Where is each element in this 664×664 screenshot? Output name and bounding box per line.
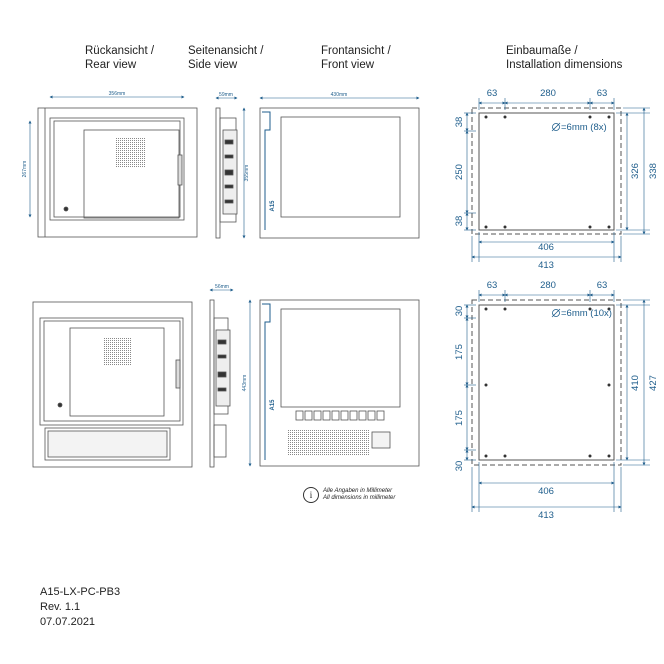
- front-width-label: 430mm: [331, 92, 348, 98]
- side-depth-label: 59mm: [219, 92, 233, 98]
- bottom-dim-outer: 413: [538, 260, 554, 271]
- right2-dim-inner: 410: [630, 375, 641, 391]
- front-view-top: [259, 107, 420, 239]
- left2-dim-1: 30: [454, 306, 465, 317]
- left2-dim-4: 30: [454, 461, 465, 472]
- bottom-dim-inner: 406: [538, 242, 554, 253]
- side-view-heading-de: Seitenansicht /: [188, 45, 264, 57]
- diameter-symbol-icon: [552, 123, 560, 131]
- front-view-heading: Frontansicht / Front view: [321, 44, 391, 72]
- side-view-bottom: [209, 299, 231, 468]
- front-view-heading-en: Front view: [321, 59, 375, 71]
- rear-view-bottom: [32, 301, 193, 468]
- rear-view-heading: Rückansicht / Rear view: [85, 44, 154, 72]
- top2-dim-right: 63: [597, 280, 608, 291]
- installation-heading-de: Einbaumaße /: [506, 45, 578, 57]
- rear-height-label: 267mm: [22, 161, 28, 178]
- hole-note-bottom: =6mm (10x): [561, 308, 612, 319]
- units-note: i Alle Angaben in Millimeter All dimensi…: [303, 487, 395, 503]
- side-height-label: 355mm: [244, 165, 250, 182]
- top2-dim-left: 63: [487, 280, 498, 291]
- top-dim-mid: 280: [540, 88, 556, 99]
- left2-dim-2: 175: [454, 344, 465, 360]
- top2-dim-mid: 280: [540, 280, 556, 291]
- front2-height-label: 443mm: [242, 375, 248, 392]
- hole-note-top: =6mm (8x): [561, 122, 607, 133]
- model-number: A15-LX-PC-PB3: [40, 586, 121, 598]
- units-note-en: All dimensions in millimeter: [323, 495, 396, 501]
- rear-view-heading-de: Rückansicht /: [85, 45, 155, 57]
- release-date: 07.07.2021: [40, 616, 96, 628]
- side-view-top: [215, 107, 238, 239]
- installation-bottom: =6mm (10x) 63 280 63 30 175 175 30 410 4…: [454, 280, 659, 521]
- front-view-heading-de: Frontansicht /: [321, 45, 391, 57]
- left2-dim-3: 175: [454, 410, 465, 426]
- side-view-heading: Seitenansicht / Side view: [188, 44, 263, 72]
- units-note-de: Alle Angaben in Millimeter: [323, 488, 393, 494]
- right2-dim-outer: 427: [648, 375, 659, 391]
- installation-heading: Einbaumaße / Installation dimensions: [506, 44, 622, 72]
- rear-view-heading-en: Rear view: [85, 59, 137, 71]
- bottom2-dim-outer: 413: [538, 510, 554, 521]
- installation-top: =6mm (8x) 63 280 63 38 250 38 326 338 40…: [454, 88, 659, 271]
- front-brand-label: A15: [270, 200, 276, 212]
- bottom2-dim-inner: 406: [538, 486, 554, 497]
- front-view-bottom: [259, 299, 420, 467]
- side-view-heading-en: Side view: [188, 59, 238, 71]
- left-dim-mid: 250: [454, 164, 465, 180]
- top-dim-right: 63: [597, 88, 608, 99]
- right-dim-outer: 338: [648, 163, 659, 179]
- document-footer: A15-LX-PC-PB3 Rev. 1.1 07.07.2021: [40, 585, 120, 630]
- installation-heading-en: Installation dimensions: [506, 59, 623, 71]
- diameter-symbol-icon: [552, 309, 560, 317]
- left-dim-bottom: 38: [454, 216, 465, 227]
- revision: Rev. 1.1: [40, 601, 81, 613]
- top-dim-left: 63: [487, 88, 498, 99]
- front2-brand-label: A15: [270, 399, 276, 411]
- right-dim-inner: 326: [630, 163, 641, 179]
- side2-depth-label: 56mm: [215, 284, 229, 290]
- left-dim-top: 38: [454, 117, 465, 128]
- info-icon: i: [303, 487, 319, 503]
- rear-width-label: 356mm: [109, 91, 126, 97]
- rear-view-top: [37, 107, 198, 238]
